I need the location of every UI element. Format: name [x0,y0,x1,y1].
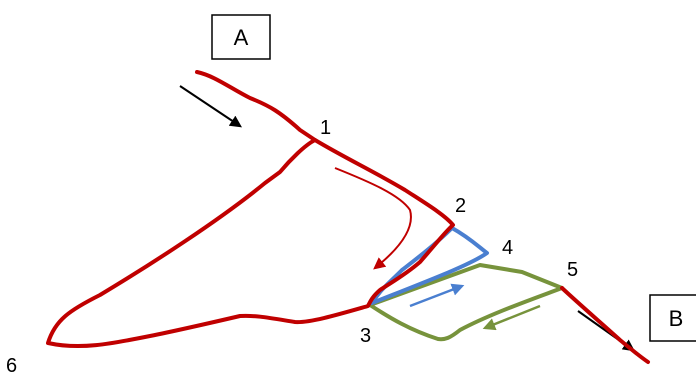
node-4-label: 4 [502,237,513,259]
node-5-label: 5 [567,259,578,281]
box-a: A [211,14,271,60]
node-6-label: 6 [6,355,17,377]
inflow-arrow [179,85,242,128]
node-3-label: 3 [360,325,371,347]
blue-loop-path [370,226,489,305]
box-a-label: A [234,25,249,50]
main-red-path [46,70,455,349]
box-b: B [649,294,696,342]
node-2-label: 2 [455,195,466,217]
green-flow-arrow [482,304,541,331]
red-outlet-path [560,286,650,364]
blue-flow-arrow [409,283,465,308]
red-flow-arrow [334,167,412,270]
green-loop-path [368,263,564,342]
node-1-label: 1 [320,117,331,139]
box-b-label: B [669,306,684,331]
